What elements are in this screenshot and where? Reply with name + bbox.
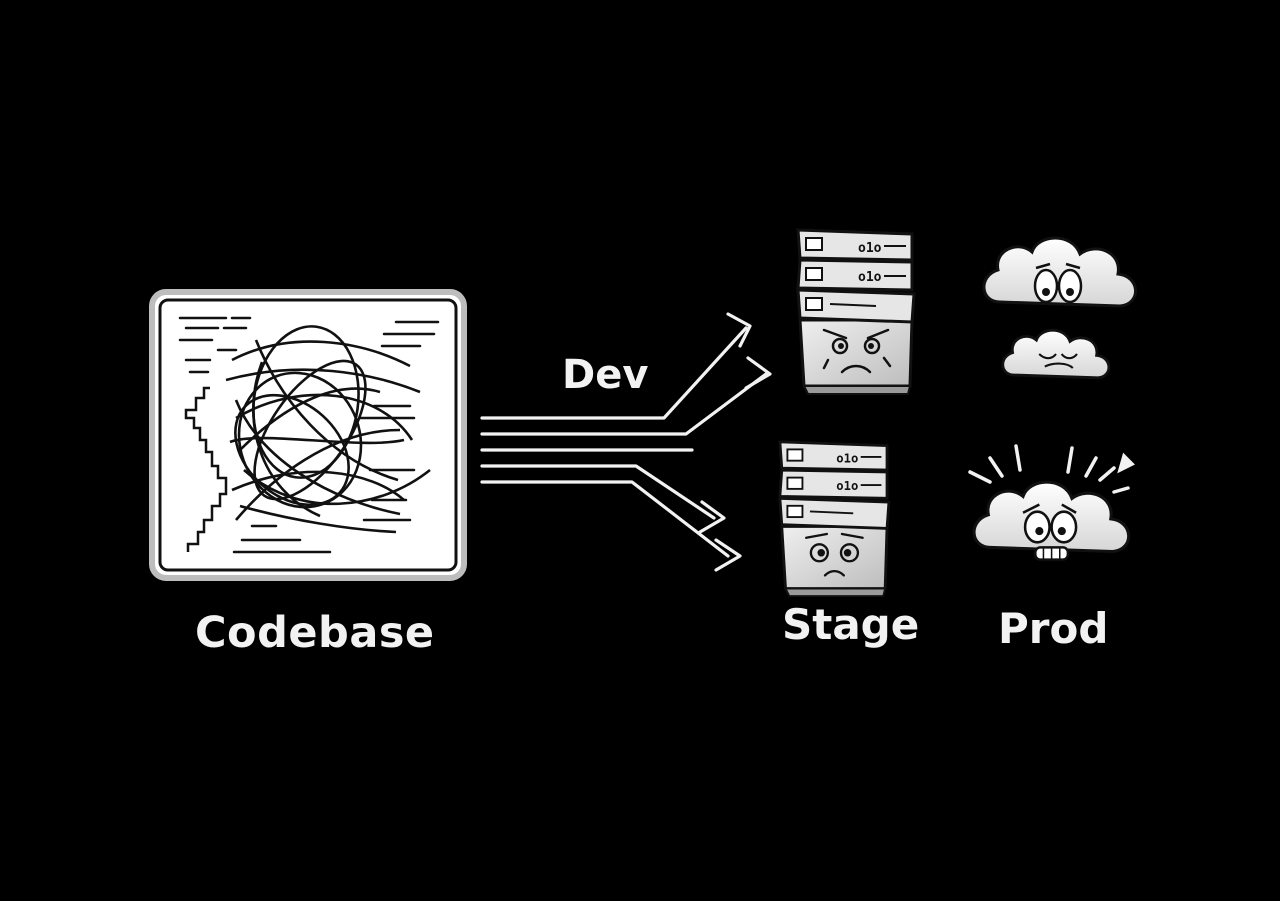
prod-label: Prod [998,604,1109,653]
codebase-label: Codebase [195,608,435,658]
prod-cloud-icon [968,444,1135,561]
dev-label: Dev [562,352,649,398]
stage-label: Stage [782,600,920,649]
stage-server-icon [778,440,891,598]
dev-server-icon [796,228,916,396]
pipeline-arrows [480,312,772,572]
codebase-icon [149,289,467,581]
dev-cloud-icon [982,236,1138,380]
